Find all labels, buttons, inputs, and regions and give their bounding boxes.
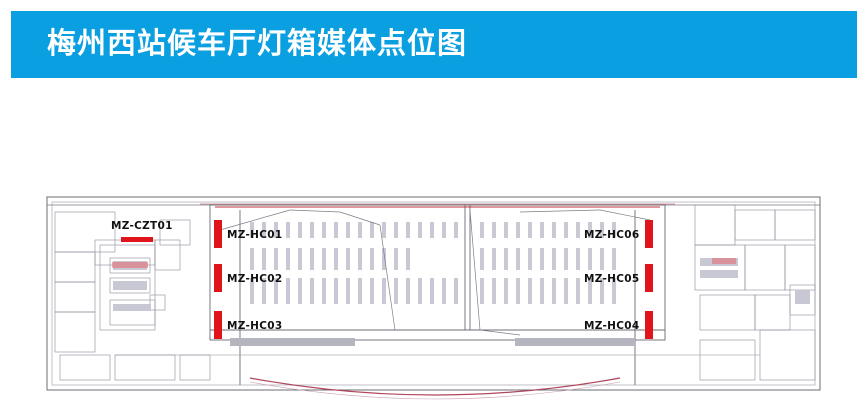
point-label-hc05: MZ-HC05 xyxy=(584,273,640,285)
left-wing-fixtures xyxy=(113,261,151,311)
central-hall xyxy=(209,204,666,385)
building-outline xyxy=(46,196,821,391)
media-marker-hc06 xyxy=(645,220,653,248)
annotation-leaders xyxy=(219,209,651,336)
bottom-corridor xyxy=(115,338,760,356)
canopy-curve xyxy=(249,377,621,396)
right-seating xyxy=(480,222,616,304)
point-label-czt01: MZ-CZT01 xyxy=(111,220,173,232)
point-label-hc02: MZ-HC02 xyxy=(227,273,283,285)
left-wing-rooms xyxy=(54,211,211,381)
media-marker-hc02 xyxy=(214,264,222,292)
point-label-hc04: MZ-HC04 xyxy=(584,320,640,332)
media-marker-hc04 xyxy=(645,311,653,339)
title-banner: 梅州西站候车厅灯箱媒体点位图 xyxy=(11,11,857,78)
page-title: 梅州西站候车厅灯箱媒体点位图 xyxy=(47,26,468,60)
media-marker-czt01 xyxy=(121,237,153,242)
media-marker-hc01 xyxy=(214,220,222,248)
media-marker-hc05 xyxy=(645,264,653,292)
point-label-hc06: MZ-HC06 xyxy=(584,229,640,241)
media-marker-hc03 xyxy=(214,311,222,339)
left-seating xyxy=(250,222,458,304)
point-label-hc03: MZ-HC03 xyxy=(227,320,283,332)
point-label-hc01: MZ-HC01 xyxy=(227,229,283,241)
